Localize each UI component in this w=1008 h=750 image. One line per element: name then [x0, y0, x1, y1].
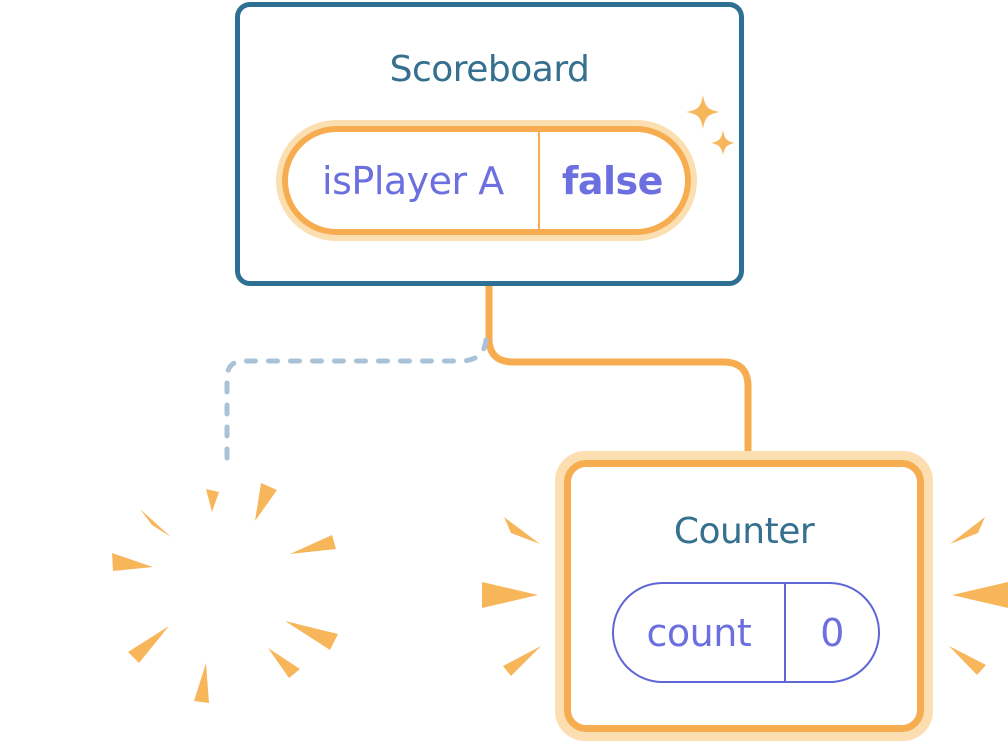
emphasis-burst-left [482, 517, 541, 676]
counter-title: Counter [673, 511, 815, 552]
state-key-cell: isPlayer A [288, 132, 538, 229]
state-key-cell: count [614, 584, 784, 681]
state-value-cell: 0 [786, 584, 878, 681]
state-key-label: isPlayer A [322, 158, 504, 203]
state-key-label: count [646, 610, 752, 655]
pill-divider [783, 584, 787, 681]
state-value-cell: false [540, 132, 685, 229]
counter-state-pill: count 0 [612, 582, 880, 683]
pill-divider [537, 132, 540, 229]
scoreboard-state-pill: isPlayer A false [276, 120, 697, 241]
emphasis-burst-right [949, 517, 1008, 675]
counter-component-card: Counter count 0 [555, 451, 933, 741]
counter-card-inner: Counter count 0 [564, 460, 924, 732]
parent-child-connector-line [485, 284, 752, 458]
scoreboard-component-card: Scoreboard isPlayer A false [235, 2, 744, 286]
removed-child-connector-line [224, 337, 489, 464]
explosion-burst [112, 483, 338, 703]
state-value-label: false [561, 158, 664, 203]
state-value-label: 0 [820, 610, 844, 655]
destroyed-component-card [89, 456, 365, 728]
scoreboard-title: Scoreboard [389, 49, 590, 90]
destroyed-card-body [89, 456, 365, 728]
scoreboard-state-pill-inner: isPlayer A false [282, 126, 691, 235]
